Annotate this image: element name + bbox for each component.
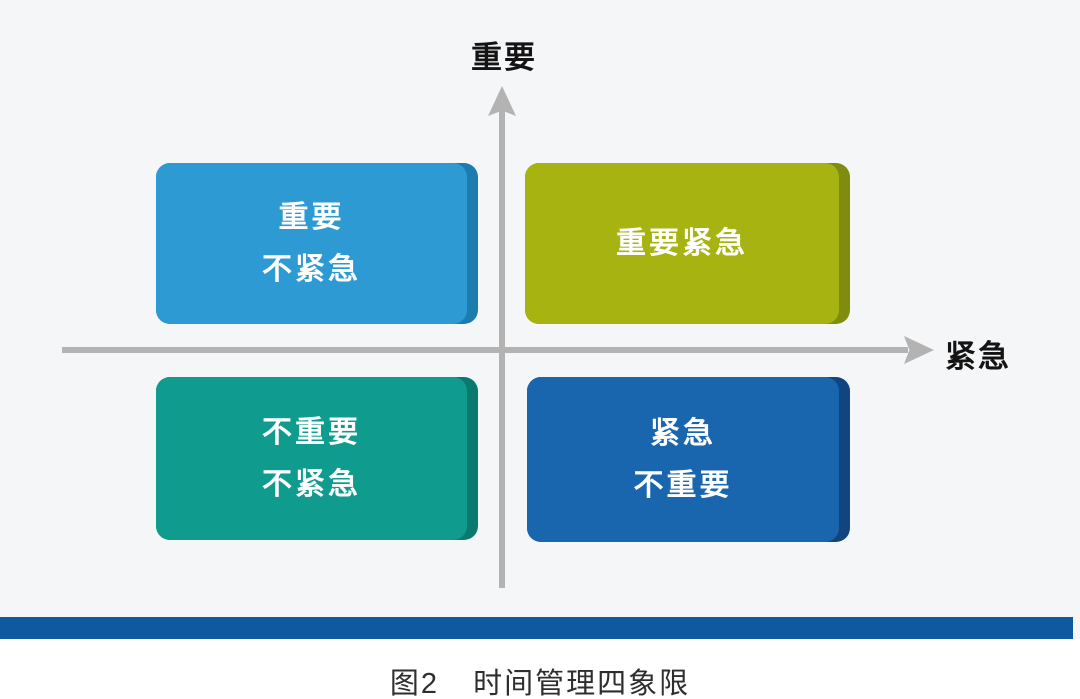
quadrant-label: 紧急: [650, 416, 716, 450]
y-axis-label: 重要: [471, 40, 537, 75]
quadrant-not-important-not-urgent: 不重要 不紧急: [156, 377, 478, 540]
divider-bar: [0, 617, 1073, 639]
quadrant-label: 重要紧急: [616, 226, 748, 260]
quadrant-label: 不紧急: [262, 252, 361, 286]
quadrant-face: 紧急 不重要: [527, 377, 839, 542]
quadrant-face: 重要紧急: [525, 163, 839, 324]
quadrant-urgent-not-important: 紧急 不重要: [527, 377, 850, 542]
figure-number: 图2: [389, 668, 440, 699]
quadrant-face: 不重要 不紧急: [156, 377, 467, 540]
arrow-right-icon: [904, 336, 934, 364]
figure-caption: 图2 时间管理四象限: [0, 660, 1080, 699]
quadrant-important-urgent: 重要紧急: [525, 163, 850, 324]
quadrant-label: 不紧急: [262, 467, 361, 501]
quadrant-label: 不重要: [633, 468, 733, 502]
quadrant-label: 重要: [278, 200, 345, 234]
quadrant-important-not-urgent: 重要 不紧急: [156, 163, 478, 324]
x-axis-label: 紧急: [945, 339, 1011, 374]
figure-title: 时间管理四象限: [473, 668, 691, 699]
x-axis-line: [62, 347, 908, 353]
quadrant-face: 重要 不紧急: [156, 163, 467, 324]
quadrant-label: 不重要: [262, 415, 361, 449]
footer-background: [0, 639, 1080, 699]
